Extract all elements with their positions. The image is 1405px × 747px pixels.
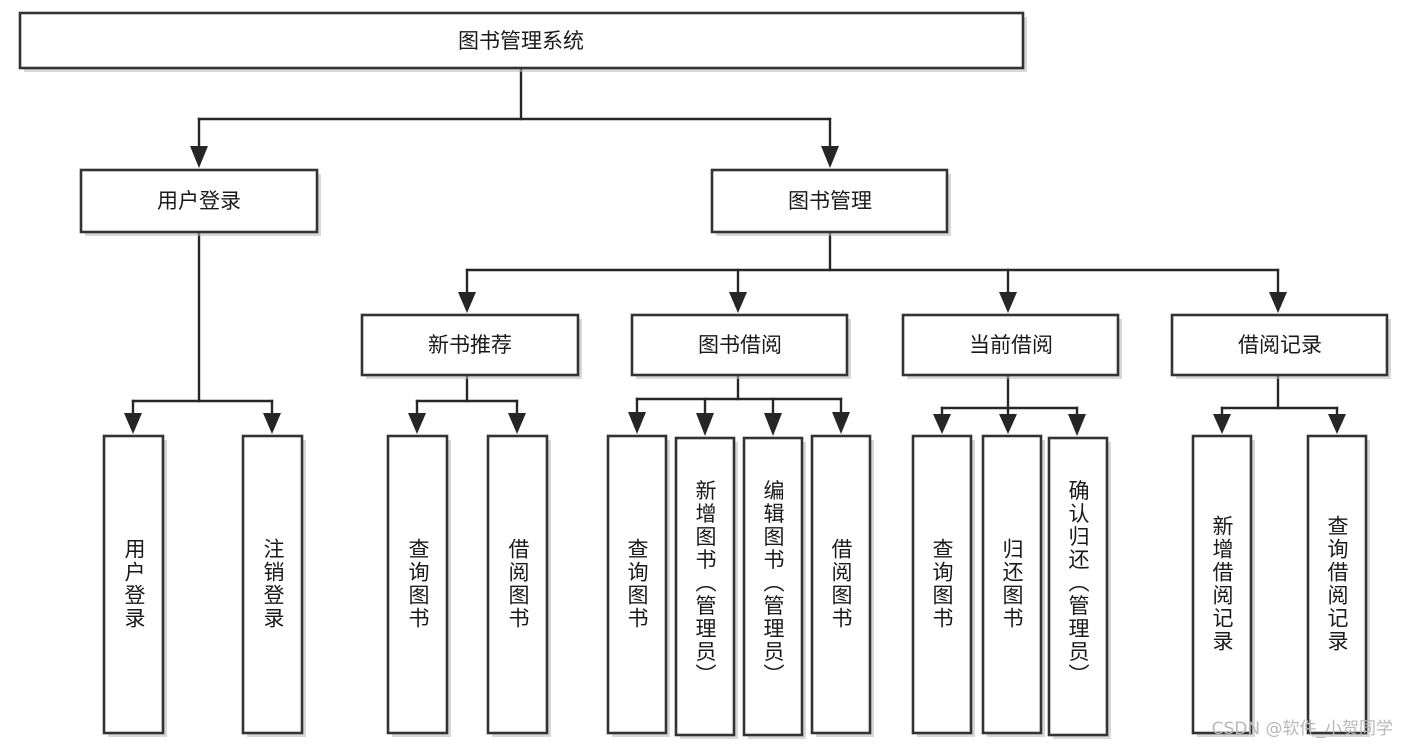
node-user-login-label: 用户登录 [157,189,241,213]
arrow-to-leaf-edit-book [764,413,782,436]
node-new-book-recommend[interactable]: 新书推荐 [360,313,582,379]
arrow-to-leaf-query-book-1 [408,413,426,434]
node-leaf-add-book[interactable]: 新增图书（管理员） [674,436,738,739]
node-leaf-query-record-label: 查询借阅记录 [1325,515,1349,653]
arrow-to-user-login [190,146,208,168]
arrow-to-leaf-add-book [696,413,714,436]
node-current-borrow[interactable]: 当前借阅 [901,313,1122,379]
node-leaf-confirm-return[interactable]: 确认归还（管理员） [1047,436,1111,739]
arrow-to-current-borrow [999,292,1017,313]
node-book-borrow[interactable]: 图书借阅 [630,313,851,379]
node-user-login[interactable]: 用户登录 [79,168,321,236]
node-leaf-query-record[interactable]: 查询借阅记录 [1306,434,1370,737]
node-leaf-query-book-3-label: 查询图书 [930,538,954,630]
node-root-label: 图书管理系统 [458,29,584,53]
arrow-to-leaf-user-login [124,413,142,434]
node-leaf-query-book-1-label: 查询图书 [406,538,430,630]
node-book-borrow-label: 图书借阅 [698,333,782,357]
node-current-borrow-label: 当前借阅 [969,333,1053,357]
arrow-to-leaf-query-book-3 [933,414,951,434]
node-book-management-label: 图书管理 [788,189,872,213]
node-leaf-logout-label: 注销登录 [261,538,285,630]
arrow-to-leaf-confirm-return [1068,414,1086,436]
node-leaf-logout[interactable]: 注销登录 [241,434,306,737]
node-leaf-borrow-book-1[interactable]: 借阅图书 [486,434,551,737]
arrow-to-leaf-borrow-book-2 [832,412,850,434]
arrow-to-book-borrow [729,292,747,313]
node-leaf-query-book-2[interactable]: 查询图书 [606,434,670,737]
arrow-to-leaf-borrow-book-1 [508,413,526,434]
arrow-to-book-management [821,146,839,168]
connector-layer [124,66,1346,436]
node-borrow-record[interactable]: 借阅记录 [1170,313,1391,379]
node-leaf-user-login[interactable]: 用户登录 [102,434,167,737]
arrow-to-borrow-record [1269,292,1287,313]
node-leaf-borrow-book-2[interactable]: 借阅图书 [810,434,874,737]
arrow-to-leaf-query-book-2 [628,412,646,434]
node-book-management[interactable]: 图书管理 [710,168,951,236]
node-new-book-recommend-label: 新书推荐 [428,333,512,357]
node-leaf-borrow-book-1-label: 借阅图书 [506,538,530,630]
arrow-to-leaf-logout [263,413,281,434]
node-leaf-edit-book-label: 编辑图书（管理员） [761,480,785,687]
arrow-to-leaf-query-record [1328,414,1346,434]
arrow-to-leaf-add-record [1213,414,1231,434]
node-leaf-query-book-1[interactable]: 查询图书 [386,434,451,737]
node-leaf-add-record-label: 新增借阅记录 [1210,515,1234,653]
node-leaf-user-login-label: 用户登录 [122,538,146,630]
node-leaf-confirm-return-label: 确认归还（管理员） [1066,480,1090,687]
arrow-to-new-book-recommend [458,292,476,313]
node-leaf-query-book-2-label: 查询图书 [625,538,649,630]
node-borrow-record-label: 借阅记录 [1238,333,1322,357]
node-root[interactable]: 图书管理系统 [18,11,1027,72]
node-leaf-add-book-label: 新增图书（管理员） [693,480,717,687]
node-leaf-borrow-book-2-label: 借阅图书 [829,538,853,630]
node-leaf-add-record[interactable]: 新增借阅记录 [1191,434,1255,737]
node-leaf-query-book-3[interactable]: 查询图书 [911,434,975,737]
node-leaf-edit-book[interactable]: 编辑图书（管理员） [742,436,806,739]
arrow-to-leaf-return-book [999,414,1017,434]
node-leaf-return-book[interactable]: 归还图书 [981,434,1045,737]
node-leaf-return-book-label: 归还图书 [1000,538,1024,630]
